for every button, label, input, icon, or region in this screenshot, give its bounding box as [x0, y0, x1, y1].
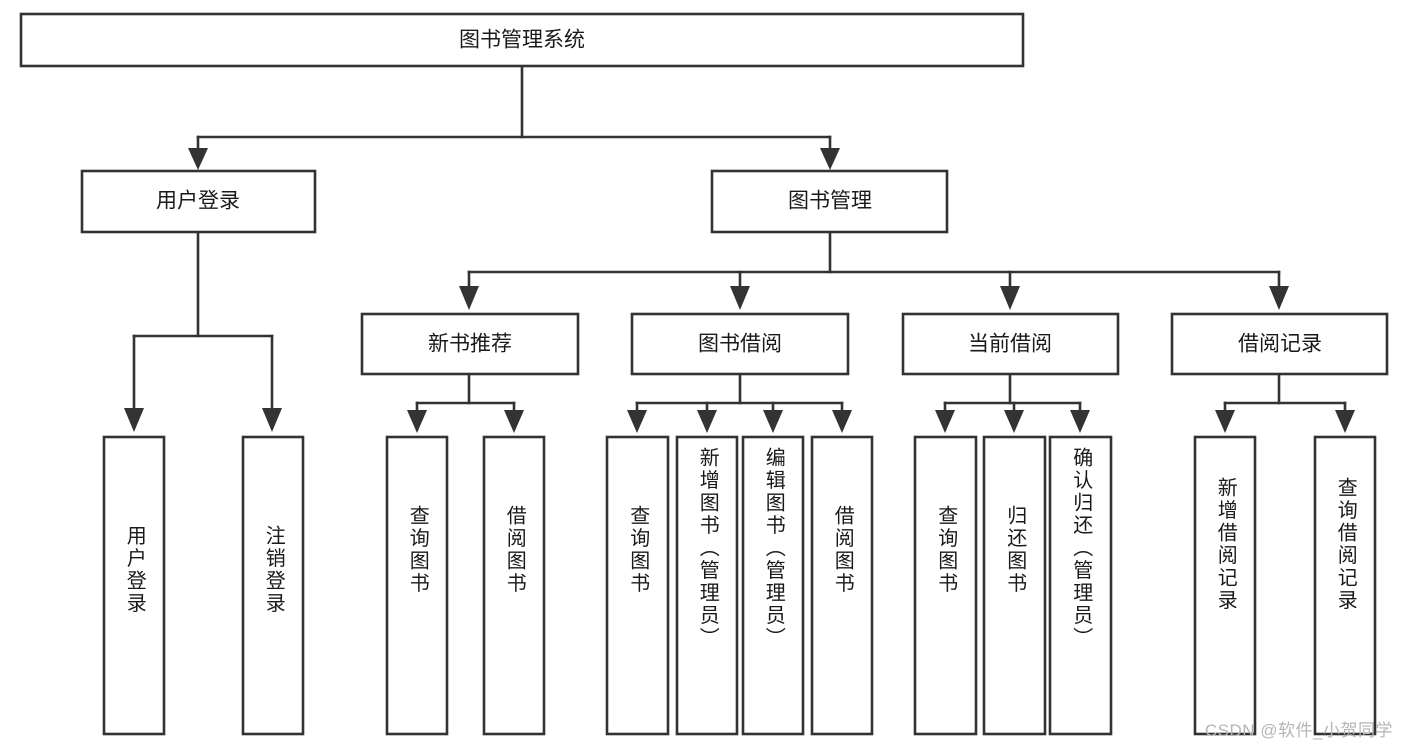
arrow-head-leaf-query-book-3: [935, 410, 955, 433]
arrow-head-new-book-recommend: [459, 286, 479, 310]
node-user-login[interactable]: 用户登录: [80, 169, 317, 234]
node-root-box[interactable]: [19, 12, 1025, 68]
node-borrow-record-box[interactable]: [1170, 312, 1389, 376]
leaf-query-record-box[interactable]: [1313, 435, 1377, 736]
arrow-head-leaf-query-record: [1335, 410, 1355, 433]
node-book-borrow-box[interactable]: [630, 312, 850, 376]
leaf-query-book-2-box[interactable]: [605, 435, 670, 736]
connector-group-current-borrow: [935, 372, 1090, 433]
leaf-add-record-box[interactable]: [1193, 435, 1257, 736]
connector-group-book-manage: [459, 230, 1289, 310]
arrow-head-book-borrow: [730, 286, 750, 310]
leaf-logout-login-box[interactable]: [241, 435, 305, 736]
connector-group-new-book-recommend: [407, 372, 524, 433]
node-current-borrow-box[interactable]: [901, 312, 1120, 376]
node-new-book-recommend-box[interactable]: [360, 312, 580, 376]
node-book-manage-box[interactable]: [710, 169, 949, 234]
leaf-borrow-book-1-box[interactable]: [482, 435, 546, 736]
arrow-head-current-borrow: [1000, 286, 1020, 310]
node-book-manage[interactable]: 图书管理: [710, 169, 949, 234]
arrow-head-leaf-borrow-book-2: [832, 410, 852, 433]
connector-group-user-login: [124, 230, 282, 432]
leaf-return-book-box[interactable]: [982, 435, 1047, 736]
node-book-manage-label: 图书管理: [788, 190, 872, 213]
node-borrow-record[interactable]: 借阅记录: [1170, 312, 1389, 376]
leaf-query-book-1-box[interactable]: [385, 435, 449, 736]
arrow-head-borrow-record: [1269, 286, 1289, 310]
connector-group-book-borrow: [627, 372, 852, 433]
leaf-add-book-box[interactable]: [675, 435, 739, 736]
arrow-head-user-login: [188, 148, 208, 170]
arrow-head-leaf-query-book-1: [407, 410, 427, 433]
node-root[interactable]: 图书管理系统: [19, 12, 1025, 68]
arrow-head-book-manage: [820, 148, 840, 170]
leaf-edit-book-box[interactable]: [741, 435, 805, 736]
node-new-book-recommend-label: 新书推荐: [428, 333, 512, 356]
arrow-head-leaf-return-book: [1004, 410, 1024, 433]
arrow-head-leaf-user-login: [124, 408, 144, 432]
connector-group-root: [188, 64, 840, 170]
arrow-head-leaf-logout-login: [262, 408, 282, 432]
node-new-book-recommend[interactable]: 新书推荐: [360, 312, 580, 376]
leaf-query-book-3-box[interactable]: [913, 435, 978, 736]
arrow-head-leaf-confirm-return: [1070, 410, 1090, 433]
node-book-borrow[interactable]: 图书借阅: [630, 312, 850, 376]
leaf-user-login-box[interactable]: [102, 435, 166, 736]
leaf-confirm-return-box[interactable]: [1048, 435, 1113, 736]
connector-group-borrow-record: [1215, 372, 1355, 433]
node-current-borrow[interactable]: 当前借阅: [901, 312, 1120, 376]
node-user-login-box[interactable]: [80, 169, 317, 234]
arrow-head-leaf-add-book: [697, 410, 717, 433]
node-user-login-label: 用户登录: [156, 190, 240, 213]
leaf-boxes: [102, 435, 1377, 736]
arrow-head-leaf-borrow-book-1: [504, 410, 524, 433]
node-book-borrow-label: 图书借阅: [698, 333, 782, 356]
watermark-csdn: CSDN @软件_小贺同学: [1204, 721, 1393, 740]
arrow-head-leaf-query-book-2: [627, 410, 647, 433]
node-current-borrow-label: 当前借阅: [968, 333, 1052, 356]
node-root-label: 图书管理系统: [459, 29, 585, 52]
arrow-head-leaf-add-record: [1215, 410, 1235, 433]
node-borrow-record-label: 借阅记录: [1238, 333, 1322, 356]
leaf-borrow-book-2-box[interactable]: [810, 435, 874, 736]
arrow-head-leaf-edit-book: [763, 410, 783, 433]
